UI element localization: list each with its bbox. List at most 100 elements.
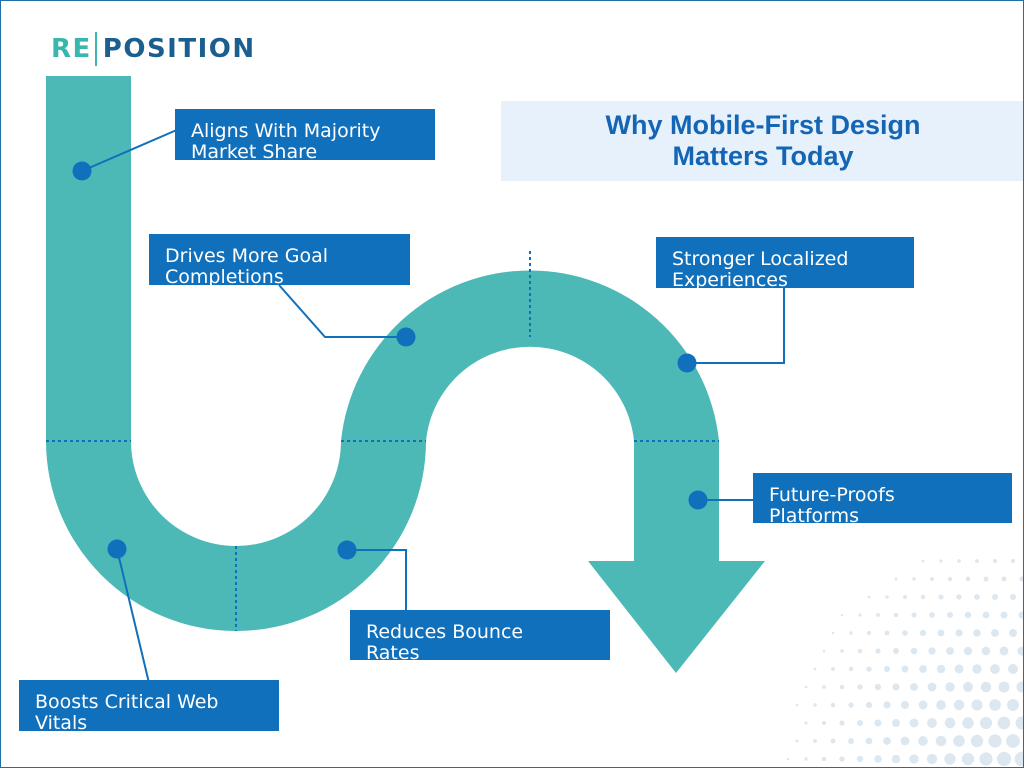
halftone-dot [926, 753, 938, 765]
halftone-dot [919, 665, 927, 673]
halftone-dot [875, 648, 881, 654]
halftone-dot [831, 667, 835, 671]
halftone-dot [1018, 611, 1023, 619]
halftone-dot [921, 559, 925, 563]
halftone-dot [998, 681, 1010, 693]
halftone-dot [893, 612, 899, 618]
halftone-dot [1014, 751, 1023, 767]
halftone-dot [830, 702, 836, 708]
halftone-dot [935, 735, 947, 747]
halftone-dot [982, 611, 990, 619]
label-bounce-rates: Reduces Bounce Rates [350, 610, 610, 664]
halftone-dot [822, 685, 826, 689]
label-line-1: Reduces Bounce [366, 621, 524, 643]
halftone-dot [988, 734, 1002, 748]
path-segment-vertical-start [46, 76, 131, 441]
halftone-dot [981, 646, 991, 656]
halftone-dot [900, 736, 910, 746]
marker-3 [677, 353, 697, 373]
label-line-1: Stronger Localized [672, 248, 849, 270]
label-line-2: Vitals [35, 712, 88, 734]
label-line-2: Rates [366, 642, 420, 664]
label-line-2: Market Share [191, 141, 318, 163]
halftone-dot [919, 629, 927, 637]
marker-4 [688, 490, 708, 510]
halftone-dot [965, 576, 971, 582]
halftone-dot [883, 737, 891, 745]
halftone-dot [928, 647, 936, 655]
halftone-dot [973, 629, 981, 637]
halftone-dot [957, 559, 961, 563]
halftone-dot [874, 683, 882, 691]
halftone-dot [813, 703, 817, 707]
label-line-1: Future-Proofs [769, 484, 895, 506]
halftone-dot [830, 738, 836, 744]
halftone-dot [1010, 558, 1016, 564]
halftone-dot [972, 664, 982, 674]
segment-dividers [46, 251, 719, 631]
halftone-dot [892, 719, 900, 727]
halftone-dot [910, 683, 918, 691]
marker-2 [396, 327, 416, 347]
halftone-dot [912, 577, 916, 581]
halftone-dot [849, 631, 853, 635]
halftone-dot [902, 630, 908, 636]
halftone-dot [964, 611, 972, 619]
halftone-dot [956, 594, 962, 600]
halftone-dot [831, 631, 835, 635]
label-line-1: Boosts Critical Web [35, 691, 219, 713]
halftone-dot [1019, 576, 1023, 582]
halftone-dot [911, 612, 917, 618]
halftone-dot [874, 719, 882, 727]
halftone-dot [883, 665, 891, 673]
halftone-dot [954, 664, 964, 674]
label-line-2: Platforms [769, 505, 860, 527]
halftone-dot [927, 718, 937, 728]
halftone-dot [961, 752, 975, 766]
halftone-dot [953, 735, 965, 747]
halftone-dot [992, 558, 998, 564]
halftone-dot [979, 716, 993, 730]
connector-6 [116, 548, 150, 684]
label-line-2: Completions [165, 266, 284, 288]
halftone-dot [893, 648, 899, 654]
halftone-dot [813, 667, 817, 671]
halftone-dot [848, 738, 854, 744]
halftone-dot [821, 756, 827, 762]
halftone-dot [945, 682, 955, 692]
marker-1 [72, 161, 92, 181]
halftone-dot [938, 594, 944, 600]
title-panel: Why Mobile-First Design Matters Today [501, 101, 1023, 181]
halftone-dot [1016, 681, 1023, 693]
halftone-dot [885, 595, 889, 599]
halftone-dot [936, 664, 946, 674]
connector-5 [347, 549, 407, 613]
label-line-1: Drives More Goal [165, 245, 329, 267]
halftone-dot [1000, 611, 1008, 619]
halftone-dot [999, 646, 1009, 656]
halftone-dot [866, 630, 872, 636]
label-line-2: Experiences [672, 269, 788, 291]
halftone-dot [866, 666, 872, 672]
halftone-dot [822, 649, 826, 653]
title-line-1: Why Mobile-First Design [605, 110, 921, 140]
halftone-dot [821, 720, 827, 726]
connector-1 [81, 128, 180, 172]
halftone-dot [1006, 734, 1020, 748]
label-market-share: Aligns With Majority Market Share [175, 109, 435, 163]
halftone-dot [944, 753, 956, 765]
halftone-dot [1009, 593, 1017, 601]
path-arrowhead [588, 561, 765, 673]
halftone-dot [920, 594, 926, 600]
halftone-dot [1007, 699, 1019, 711]
halftone-dot [840, 649, 844, 653]
logo-part-re: RE [51, 34, 92, 64]
halftone-dot [980, 681, 992, 693]
halftone-dot [955, 629, 963, 637]
halftone-dot [970, 734, 984, 748]
halftone-dot [971, 699, 983, 711]
halftone-dot [996, 751, 1012, 767]
halftone-dot [990, 664, 1000, 674]
halftone-dot [865, 701, 873, 709]
halftone-dot [974, 594, 980, 600]
